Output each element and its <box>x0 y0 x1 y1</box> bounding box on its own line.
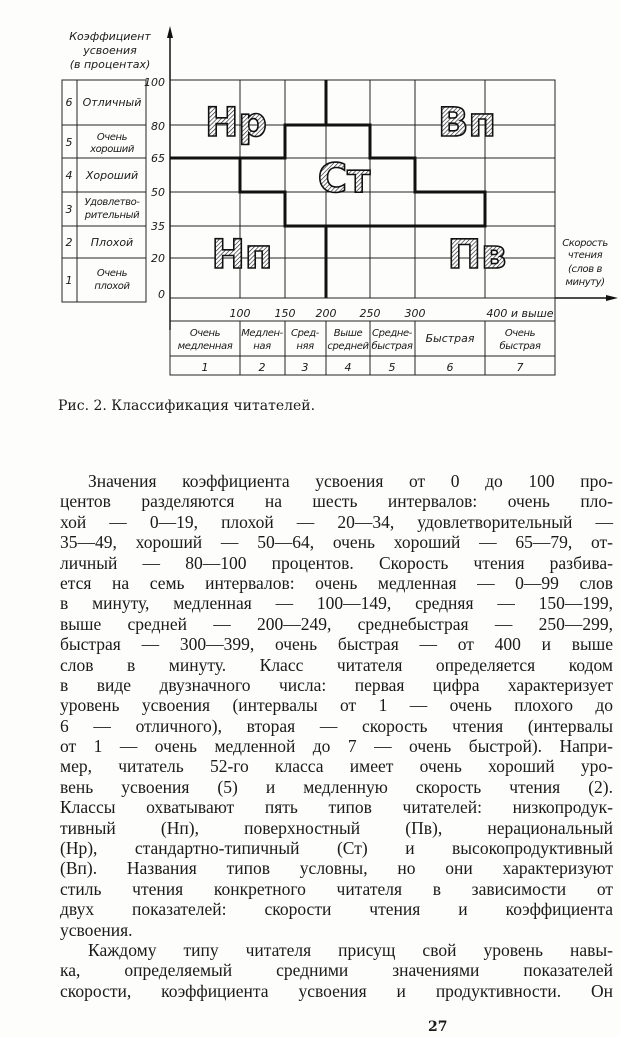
region-label-pv: Пв <box>448 232 507 278</box>
svg-text:Отличный: Отличный <box>83 96 142 109</box>
text-line: слов в минуту. Класс читателя определяет… <box>60 654 613 675</box>
svg-text:50: 50 <box>151 186 165 199</box>
text-line: личный — 80—100 процентов. Скорость чтен… <box>60 552 613 573</box>
text-line: скорости, коэффициента усвоения и продук… <box>60 980 613 1001</box>
svg-text:300: 300 <box>405 307 426 320</box>
x-axis-title: Скорость чтения (слов в минуту) <box>562 238 609 288</box>
svg-text:80: 80 <box>151 120 165 133</box>
text-line: центов разделяются на шесть интервалов: … <box>60 491 613 512</box>
svg-text:Плохой: Плохой <box>91 236 133 249</box>
y-axis-arrow <box>167 26 173 38</box>
svg-text:(слов в: (слов в <box>568 264 603 275</box>
svg-text:1: 1 <box>202 361 209 374</box>
svg-text:0: 0 <box>158 288 165 301</box>
text-line: 35—49, хороший — 50—64, очень хороший — … <box>60 532 613 553</box>
svg-text:быстрая: быстрая <box>371 340 412 352</box>
text-line: ется на семь интервалов: очень медленная… <box>60 572 613 593</box>
svg-text:быстрая: быстрая <box>499 340 540 352</box>
svg-text:минуту): минуту) <box>565 277 604 288</box>
text-line: усвоения. <box>60 919 133 940</box>
svg-text:4: 4 <box>66 169 73 182</box>
svg-text:250: 250 <box>360 307 381 320</box>
text-line: (Нр), стандартно-типичный (Ст) и высокоп… <box>60 838 613 859</box>
text-line: Каждому типу читателя присущ свой уровен… <box>88 939 613 960</box>
svg-text:4: 4 <box>345 361 352 374</box>
svg-text:средней: средней <box>327 341 369 352</box>
text-line: Классы охватывают пять типов читателей: … <box>60 797 613 818</box>
reader-classification-figure: Коэффициент усвоения (в процентах) 6 Отл… <box>61 26 618 376</box>
svg-text:5: 5 <box>66 136 73 149</box>
page-number: 27 <box>428 1019 448 1035</box>
svg-text:3: 3 <box>66 203 73 216</box>
text-line: 6 — отличного), вторая — скорость чтения… <box>60 715 613 736</box>
svg-text:Выше: Выше <box>334 328 363 339</box>
text-line: тивный (Нп), поверхностный (Пв), нерацио… <box>60 817 613 838</box>
text-line: уровень усвоения (интервалы от 1 — очень… <box>60 695 613 716</box>
text-line: хой — 0—19, плохой — 20—34, удовлетворит… <box>60 511 613 532</box>
svg-text:усвоения: усвоения <box>82 44 137 57</box>
svg-text:20: 20 <box>151 252 165 265</box>
svg-text:Очень: Очень <box>97 132 128 143</box>
speed-table: 100 150 200 250 300 400 и выше Очень мед… <box>169 297 556 376</box>
svg-text:Очень: Очень <box>505 328 536 339</box>
region-label-hr: Нр <box>205 100 267 146</box>
text-line: двух показателей: скорости чтения и коэф… <box>60 899 613 920</box>
region-label-vp: Вп <box>438 100 496 146</box>
svg-text:6: 6 <box>66 96 73 109</box>
svg-text:100: 100 <box>230 307 251 320</box>
svg-text:Скорость: Скорость <box>562 238 608 249</box>
svg-text:5: 5 <box>389 361 396 374</box>
x-axis-arrow <box>606 295 618 301</box>
text-line: в виде двузначного числа: первая цифра х… <box>60 674 613 695</box>
svg-text:1: 1 <box>66 274 73 287</box>
text-line: Значения коэффициента усвоения от 0 до 1… <box>88 471 613 491</box>
svg-text:Очень: Очень <box>190 328 221 339</box>
svg-text:Быстрая: Быстрая <box>425 332 474 345</box>
svg-text:ная: ная <box>253 341 271 352</box>
svg-text:200: 200 <box>316 307 337 320</box>
svg-text:2: 2 <box>66 236 73 249</box>
region-label-np: Нп <box>211 232 272 278</box>
figure-caption: Рис. 2. Классификация читателей. <box>58 398 316 414</box>
comprehension-table: 6 Отличный 5 Очень хороший 4 Хороший 3 У… <box>61 79 147 303</box>
text-line: выше средней — 200—249, среднебыстрая — … <box>60 613 613 634</box>
svg-text:(в процентах): (в процентах) <box>70 58 151 71</box>
svg-text:Очень: Очень <box>97 268 128 279</box>
region-label-st: Ст <box>318 156 371 202</box>
body-text: Значения коэффициента усвоения от 0 до 1… <box>60 471 613 1001</box>
text-line: быстрая — 300—399, очень быстрая — от 40… <box>60 634 613 655</box>
svg-text:медленная: медленная <box>178 341 233 352</box>
svg-text:6: 6 <box>447 361 454 374</box>
text-line: стиль чтения конкретного читателя в зави… <box>60 878 613 899</box>
svg-text:2: 2 <box>259 361 266 374</box>
svg-text:7: 7 <box>517 361 524 374</box>
svg-text:Хороший: Хороший <box>85 169 138 182</box>
svg-text:чтения: чтения <box>568 250 603 261</box>
text-line: вень усвоения (5) и медленную скорость ч… <box>60 776 613 797</box>
svg-text:хороший: хороший <box>89 144 135 155</box>
svg-text:Коэффициент: Коэффициент <box>69 30 151 43</box>
text-line: мер, читатель 52-го класса имеет очень х… <box>60 756 613 777</box>
svg-text:35: 35 <box>151 220 165 233</box>
svg-text:65: 65 <box>151 152 165 165</box>
text-line: от 1 — очень медленной до 7 — очень быст… <box>60 736 613 757</box>
region-boundaries <box>170 80 487 298</box>
svg-text:плохой: плохой <box>94 281 130 292</box>
text-line: (Вп). Названия типов условны, но они хар… <box>60 858 613 879</box>
svg-text:100: 100 <box>144 76 165 89</box>
svg-text:Сред-: Сред- <box>291 328 320 339</box>
y-tick-labels: 100 80 65 50 35 20 0 <box>144 76 165 301</box>
text-line: в минуту, медленная — 100—149, средняя —… <box>60 593 613 614</box>
svg-text:Медлен-: Медлен- <box>241 328 283 339</box>
svg-text:Средне-: Средне- <box>372 328 413 339</box>
svg-text:няя: няя <box>296 341 314 352</box>
svg-text:3: 3 <box>302 361 309 374</box>
svg-text:150: 150 <box>275 307 296 320</box>
text-line: ка, определяемый средними значениями пок… <box>60 960 613 981</box>
svg-text:Удовлетво-: Удовлетво- <box>84 197 140 208</box>
svg-text:рительный: рительный <box>84 210 140 221</box>
svg-text:400 и выше: 400 и выше <box>486 307 553 320</box>
y-axis-title: Коэффициент усвоения (в процентах) <box>69 30 151 71</box>
